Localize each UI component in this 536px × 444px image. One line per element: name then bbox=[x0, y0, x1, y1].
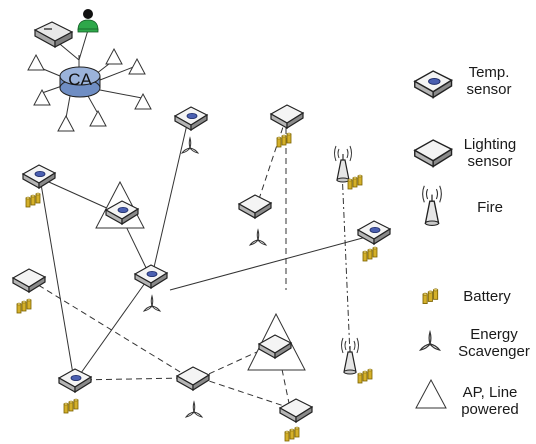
temp-sensor-icon bbox=[23, 165, 55, 188]
legend-ap-triangle-icon bbox=[415, 378, 447, 409]
battery-icon bbox=[357, 368, 373, 384]
ca-cluster bbox=[27, 9, 152, 132]
battery-icon bbox=[362, 246, 378, 262]
battery-icon bbox=[347, 174, 363, 190]
energy-scavenger-icon bbox=[181, 137, 199, 154]
ca-hub-icon bbox=[59, 66, 101, 98]
battery-icon bbox=[284, 426, 300, 442]
legend-energy-scavenger-icon bbox=[419, 331, 441, 351]
lighting-sensor-icon bbox=[176, 366, 210, 391]
ap-triangle-icon bbox=[95, 180, 145, 229]
ca-label: CA bbox=[68, 70, 92, 89]
legend-label-lighting-sensor: Lighting sensor bbox=[463, 136, 517, 170]
legend-lighting-sensor-icon bbox=[414, 139, 453, 168]
ap-triangle-icon bbox=[27, 54, 45, 71]
fire-sensor-icon bbox=[333, 145, 353, 183]
temp-sensor-icon bbox=[175, 107, 207, 130]
legend-label-fire: Fire bbox=[477, 199, 503, 216]
temp-sensor-icon bbox=[135, 265, 167, 288]
server-icon bbox=[33, 21, 74, 49]
battery-icon bbox=[25, 192, 41, 208]
ap-triangle-icon bbox=[247, 312, 306, 371]
legend-fire-icon bbox=[421, 185, 443, 227]
energy-scavenger-icon bbox=[143, 295, 161, 312]
battery-icon bbox=[63, 398, 79, 414]
lighting-sensor-icon bbox=[270, 104, 304, 129]
ap-triangle-icon bbox=[105, 48, 123, 65]
lighting-sensor-icon bbox=[238, 194, 272, 219]
ap-triangle-icon bbox=[57, 115, 75, 132]
legend-temp-sensor-icon bbox=[415, 71, 452, 97]
legend-label-temp-sensor: Temp. sensor bbox=[466, 64, 512, 98]
legend-battery-icon bbox=[422, 288, 439, 304]
battery-icon bbox=[16, 298, 32, 314]
ap-triangle-icon bbox=[128, 58, 146, 75]
lighting-sensor-icon bbox=[12, 268, 46, 293]
temp-sensor-icon bbox=[358, 221, 390, 244]
lighting-sensor-icon bbox=[279, 398, 313, 423]
legend-label-energy-scavenger: Energy Scavenger bbox=[458, 326, 530, 360]
energy-scavenger-icon bbox=[249, 229, 267, 246]
ap-triangle-icon bbox=[89, 110, 107, 127]
legend-icons bbox=[414, 71, 453, 409]
temp-sensor-icon bbox=[59, 369, 91, 392]
energy-scavenger-icon bbox=[185, 401, 203, 418]
fire-sensor-icon bbox=[340, 337, 360, 375]
ap-triangle-icon bbox=[134, 93, 152, 110]
user-icon bbox=[77, 9, 99, 33]
legend-label-ap-line-powered: AP, Line powered bbox=[461, 384, 519, 418]
legend-label-battery: Battery bbox=[463, 288, 511, 305]
ap-triangle-icon bbox=[33, 89, 51, 106]
connections bbox=[29, 117, 371, 409]
battery-icon bbox=[276, 132, 292, 148]
